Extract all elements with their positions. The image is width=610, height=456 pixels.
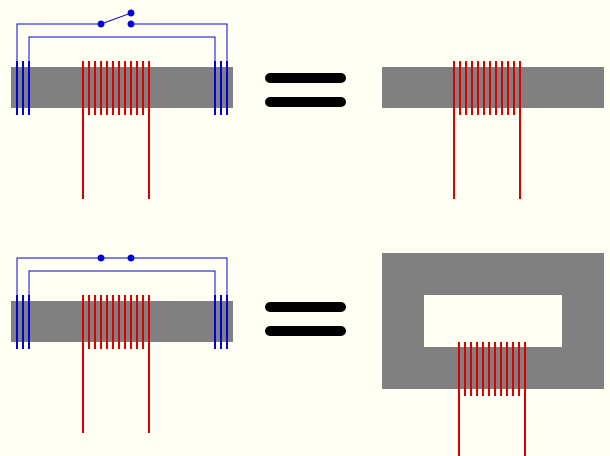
switch-lever <box>100 12 132 25</box>
bar-core <box>11 67 233 108</box>
switch-contact-dot <box>97 254 105 262</box>
bar-core <box>11 301 233 342</box>
switch-pivot-dot <box>127 9 135 17</box>
closed-loop-core-equivalent <box>382 253 604 456</box>
equals-sign-top <box>265 73 346 107</box>
inner-wire <box>28 270 216 295</box>
equals-sign-bottom <box>265 302 346 336</box>
closed-loop-core <box>382 253 604 389</box>
switch-contact-dot <box>127 20 135 28</box>
outer-wire-right <box>131 23 228 61</box>
outer-wire-left <box>16 257 101 295</box>
inner-wire <box>28 36 216 61</box>
bar-core <box>382 67 604 108</box>
switch-contact-dot <box>97 20 105 28</box>
closed-switch-bar-core <box>11 254 233 433</box>
outer-wire-left <box>16 23 101 61</box>
bar-core-equivalent <box>382 61 604 199</box>
outer-wire-right <box>131 257 228 295</box>
open-switch-bar-core <box>11 9 233 199</box>
switch-contact-dot <box>127 254 135 262</box>
